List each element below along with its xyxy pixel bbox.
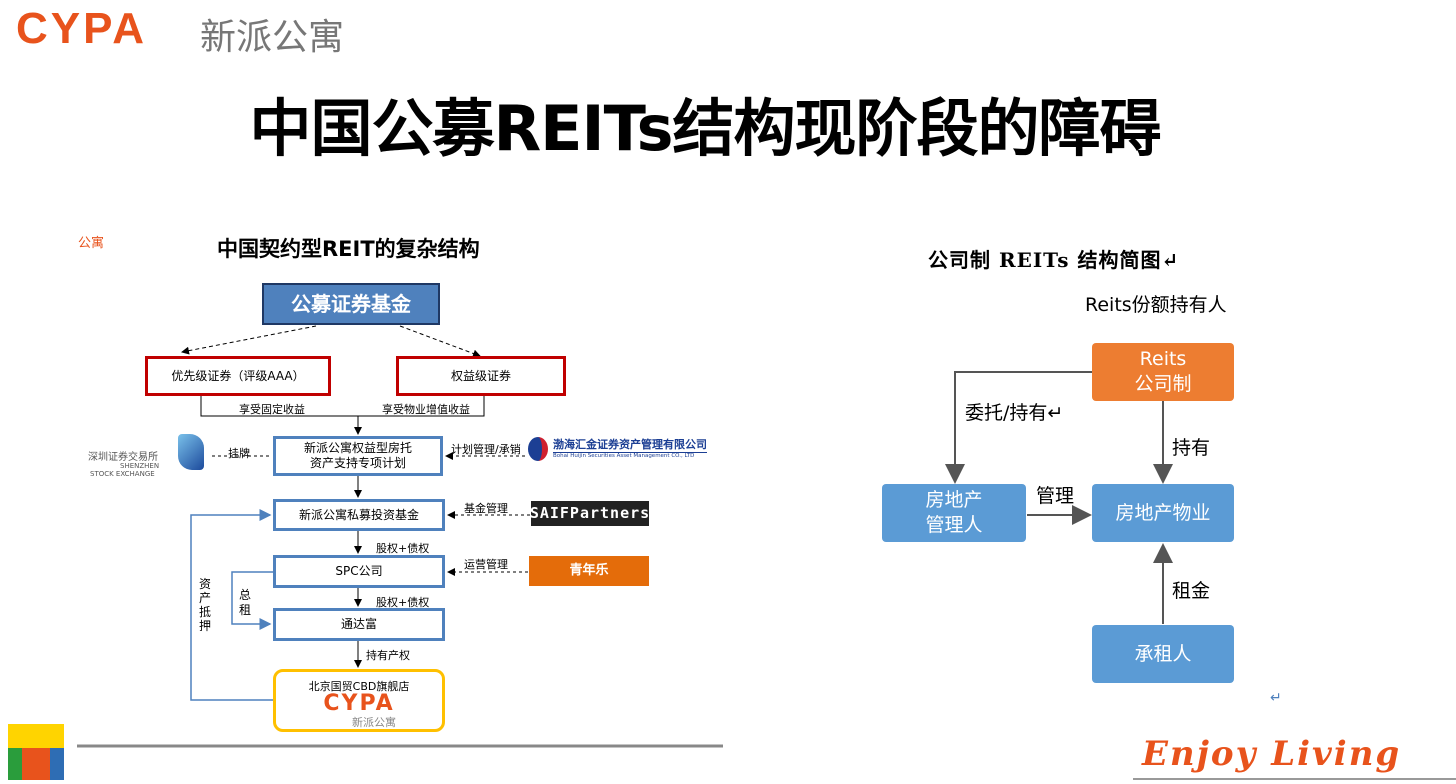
equity-securities-box: 权益级证券: [396, 356, 566, 396]
bohai-logo-icon: [528, 437, 548, 461]
public-fund-box: 公募证券基金: [262, 283, 440, 325]
fund-mgmt-label: 基金管理: [464, 502, 508, 515]
bohai-cn: 渤海汇金证券资产管理有限公司: [553, 438, 707, 453]
entrust-label: 委托/持有↵: [965, 402, 1064, 424]
equity-debt-label-1: 股权+债权: [376, 542, 430, 555]
rent-label: 租金: [1172, 580, 1211, 602]
manager-box: 房地产 管理人: [882, 484, 1026, 542]
szse-en2: STOCK EXCHANGE: [90, 470, 155, 478]
property-box: 房地产物业: [1092, 484, 1234, 542]
fixed-income-label: 享受固定收益: [239, 403, 305, 416]
abs-plan-line2: 资产支持专项计划: [309, 456, 406, 470]
corner-logo: 公寓: [78, 236, 105, 251]
holders-label: Reits份额持有人: [1085, 294, 1227, 316]
bohai-en: Bohai Huijin Securities Asset Management…: [553, 453, 695, 459]
equity-debt-label-2: 股权+债权: [376, 596, 430, 609]
cypa-logo: CYPA: [16, 4, 147, 53]
tenant-box: 承租人: [1092, 625, 1234, 683]
ownership-label: 持有产权: [366, 649, 410, 662]
manager-line1: 房地产: [925, 489, 983, 512]
ops-mgmt-label: 运营管理: [464, 558, 508, 571]
store-label: 北京国贸CBD旗舰店: [308, 680, 410, 693]
mortgage-label: 资产抵押: [199, 577, 212, 633]
page-title: 中国公募REITs结构现阶段的障碍: [249, 92, 1161, 165]
slogan: Enjoy Living: [1142, 734, 1402, 774]
plan-mgmt-label: 计划管理/承销: [451, 443, 521, 456]
store-logo-en: CYPA: [323, 691, 395, 716]
tdf-box: 通达富: [273, 608, 445, 641]
cypa-logo-cn: 新派公寓: [200, 17, 345, 58]
store-logo-cn: 新派公寓: [352, 716, 396, 729]
listing-label: 挂牌: [228, 447, 250, 460]
reits-company-box: Reits 公司制: [1092, 343, 1234, 401]
abs-plan-box: 新派公寓权益型房托 资产支持专项计划: [273, 436, 443, 476]
left-diagram-title: 中国契约型REIT的复杂结构: [217, 237, 480, 261]
abs-plan-line1: 新派公寓权益型房托: [303, 441, 412, 455]
company-line2: 公司制: [1134, 373, 1192, 395]
appreciation-label: 享受物业增值收益: [382, 403, 470, 416]
flagship-store-box: 北京国贸CBD旗舰店 CYPA 新派公寓: [273, 669, 445, 732]
pe-fund-box: 新派公寓私募投资基金: [273, 499, 445, 531]
return-mark: ↵: [1270, 690, 1282, 706]
szse-en1: SHENZHEN: [120, 462, 160, 470]
manager-line2: 管理人: [925, 514, 983, 536]
qnl-logo: 青年乐: [529, 556, 649, 586]
senior-securities-box: 优先级证券（评级AAA）: [145, 356, 331, 396]
szse-logo-icon: [178, 434, 204, 470]
manage-label: 管理: [1036, 485, 1075, 507]
footer-logo-icon: [8, 724, 64, 780]
saif-logo: SAIFPartners: [530, 501, 649, 526]
right-diagram-title: 公司制 REITs 结构简图↵: [928, 248, 1180, 272]
hold-label: 持有: [1172, 437, 1211, 459]
company-line1: Reits: [1139, 348, 1187, 371]
master-lease-label: 总租: [239, 588, 252, 617]
szse-cn: 深圳证券交易所: [88, 452, 158, 463]
spc-box: SPC公司: [273, 555, 445, 588]
